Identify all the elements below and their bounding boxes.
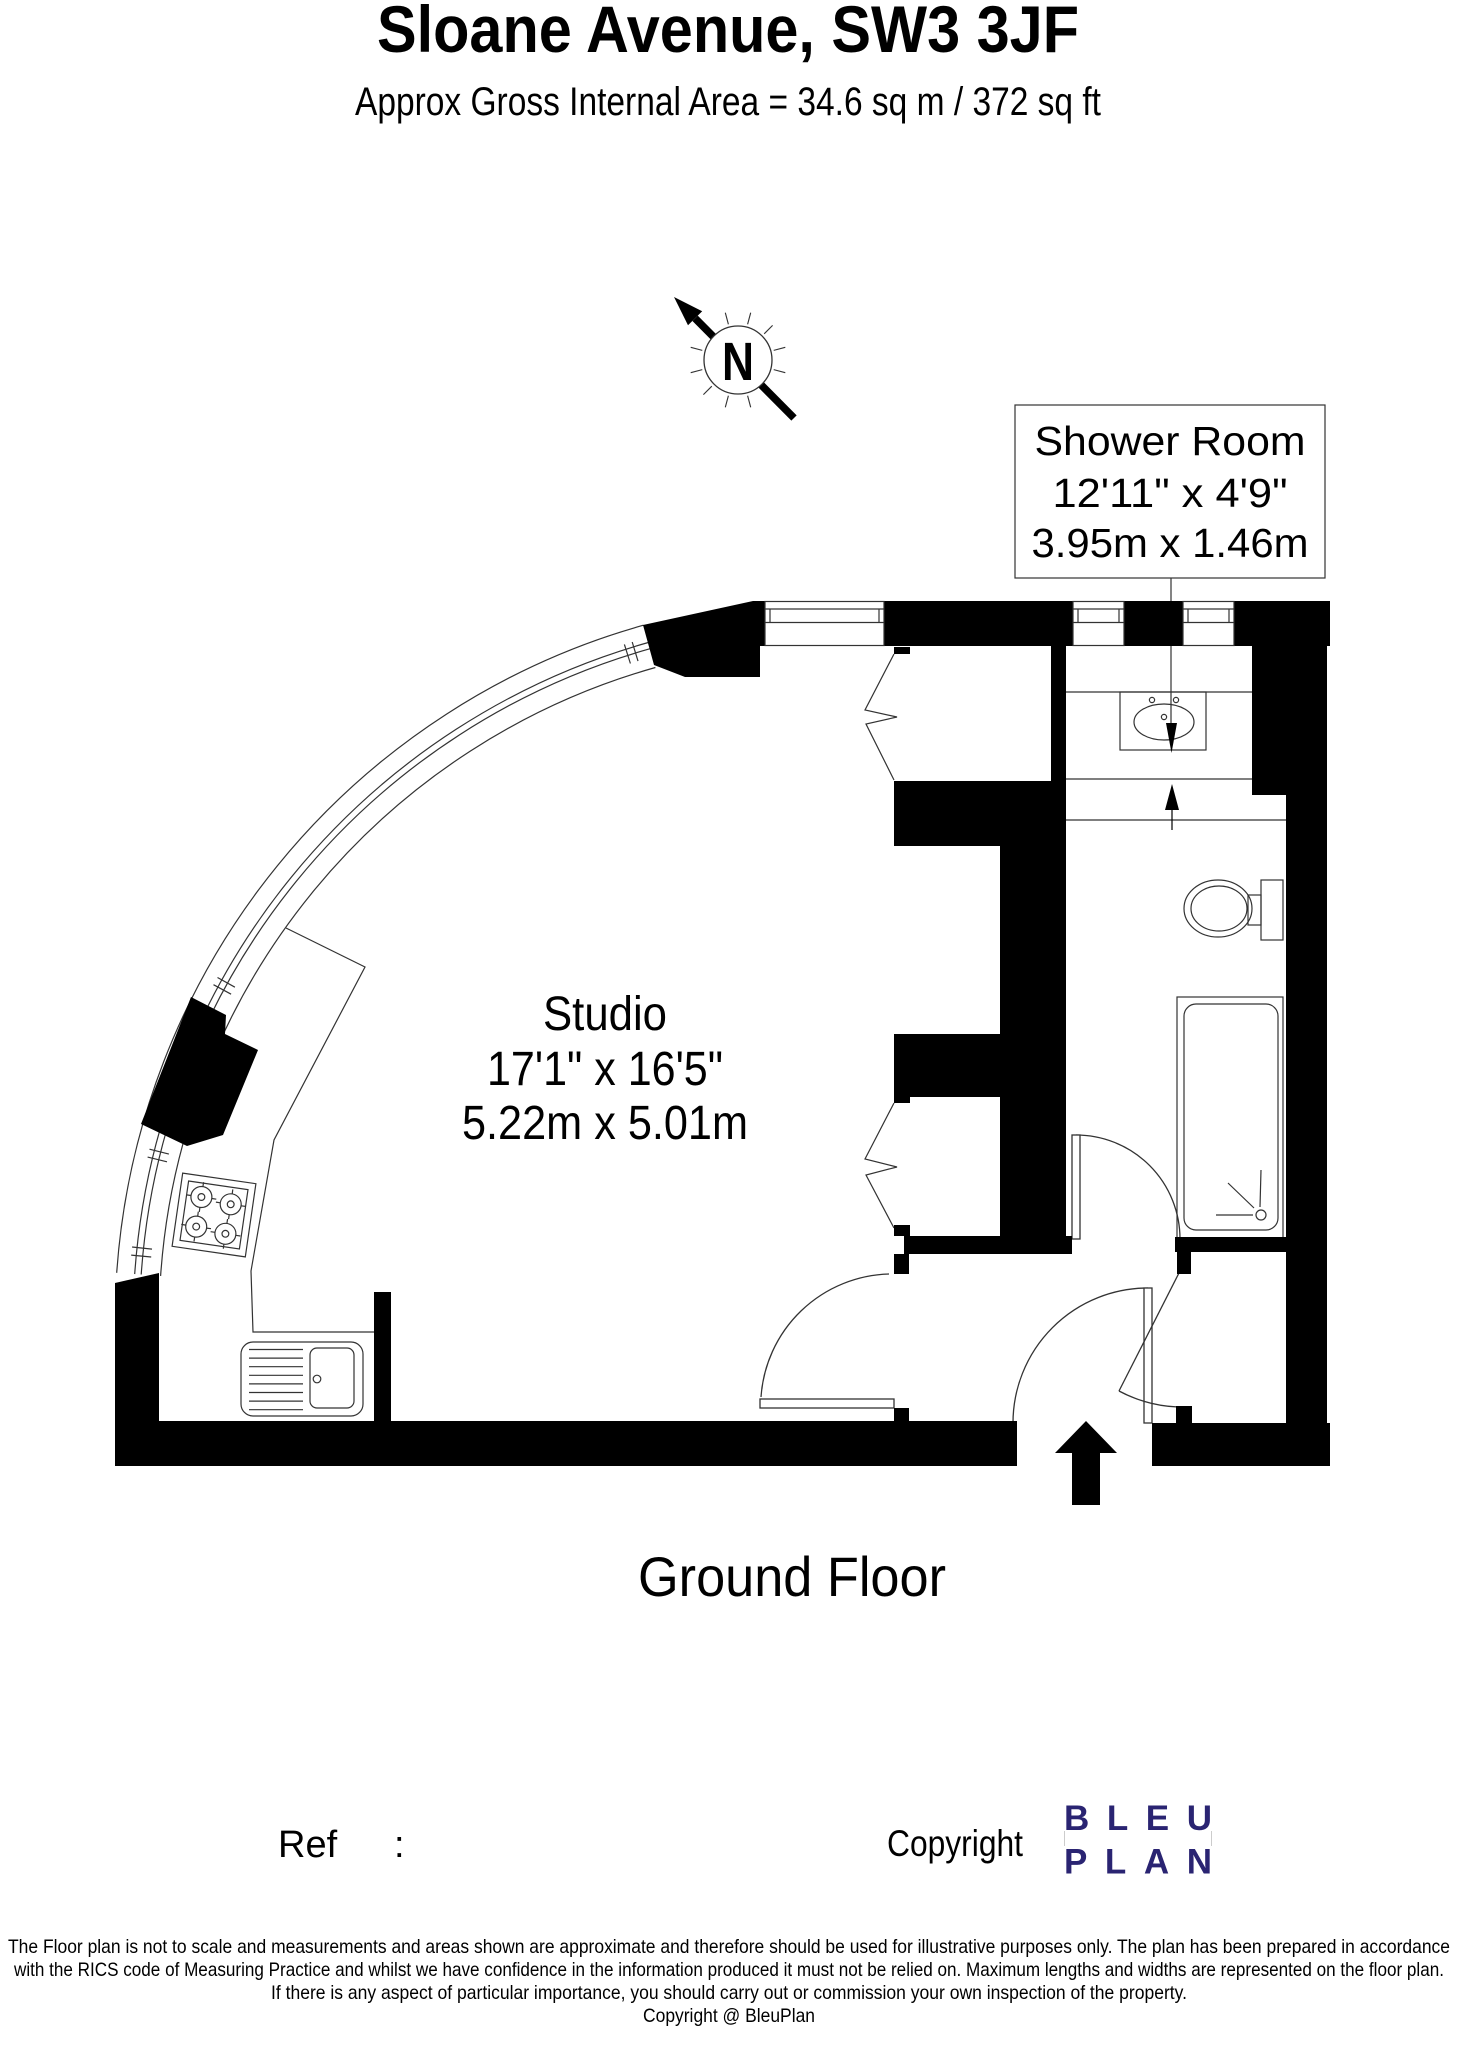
svg-text:12'11" x 4'9": 12'11" x 4'9" bbox=[1053, 470, 1288, 516]
svg-text:The Floor plan is not to scale: The Floor plan is not to scale and measu… bbox=[8, 1936, 1450, 1958]
svg-text:N: N bbox=[722, 332, 754, 392]
svg-text:Shower Room: Shower Room bbox=[1035, 418, 1306, 464]
svg-text:with the RICS code of Measurin: with the RICS code of Measuring Practice… bbox=[13, 1959, 1444, 1981]
svg-text:Ref: Ref bbox=[278, 1824, 338, 1866]
svg-text:If there is any aspect of part: If there is any aspect of particular imp… bbox=[271, 1982, 1187, 2004]
svg-text:17'1" x 16'5": 17'1" x 16'5" bbox=[487, 1042, 723, 1096]
svg-text::: : bbox=[394, 1824, 405, 1866]
svg-text:3.95m x 1.46m: 3.95m x 1.46m bbox=[1032, 520, 1309, 566]
svg-text:Copyright @ BleuPlan: Copyright @ BleuPlan bbox=[643, 2005, 815, 2027]
svg-text:Ground Floor: Ground Floor bbox=[638, 1545, 946, 1608]
svg-text:Copyright: Copyright bbox=[887, 1823, 1024, 1864]
svg-text:Sloane Avenue, SW3 3JF: Sloane Avenue, SW3 3JF bbox=[377, 0, 1079, 66]
svg-text:Studio: Studio bbox=[543, 987, 667, 1041]
svg-text:5.22m x 5.01m: 5.22m x 5.01m bbox=[462, 1096, 748, 1150]
svg-text:Approx Gross Internal Area = 3: Approx Gross Internal Area = 34.6 sq m /… bbox=[355, 80, 1101, 124]
